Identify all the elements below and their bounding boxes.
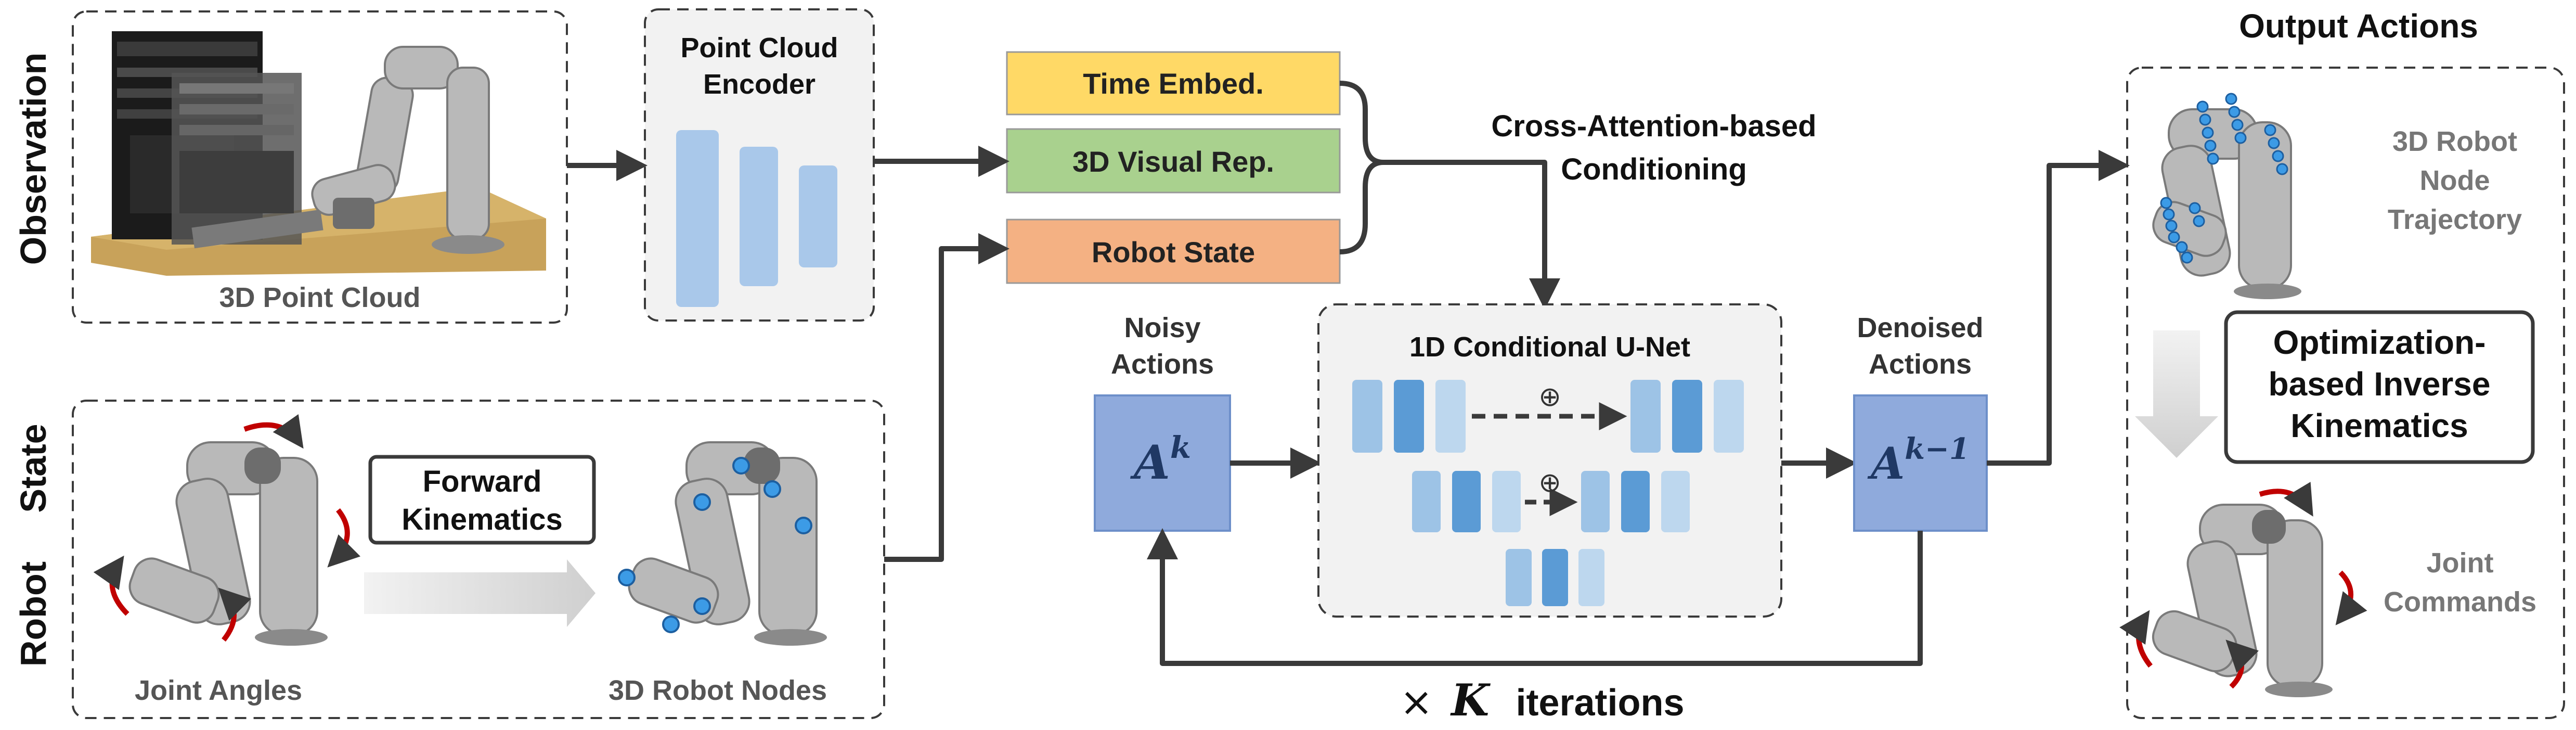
- unet-bar-b3: [1578, 549, 1604, 606]
- forward-kinematics-arrow: [364, 559, 596, 627]
- unet-bar-d2: [1672, 380, 1702, 453]
- cross-attention-label-line1: Cross-Attention-based: [1491, 109, 1816, 143]
- iteration-loop-arrow: [1147, 528, 1923, 666]
- unet-bar-e1: [1352, 380, 1382, 453]
- point-cloud-encoder: Point Cloud Encoder: [644, 8, 875, 322]
- robot-nodes-caption: 3D Robot Nodes: [609, 675, 827, 706]
- unet-bar-b1: [1506, 549, 1532, 606]
- joint-commands-robot-image: [2119, 481, 2367, 697]
- unet-bar-e3: [1435, 380, 1466, 453]
- unet-bar-d3: [1714, 380, 1744, 453]
- unet-title: 1D Conditional U-Net: [1409, 331, 1690, 363]
- robot-state-label: Robot State: [1092, 236, 1255, 268]
- forward-kinematics-line2: Kinematics: [402, 503, 562, 536]
- denoised-actions-symbol: Ak−1: [1867, 432, 1970, 489]
- visual-rep-label: 3D Visual Rep.: [1072, 145, 1274, 178]
- ik-down-arrow: [2135, 330, 2218, 458]
- ik-label-line3: Kinematics: [2290, 407, 2468, 444]
- noisy-actions-symbol: Ak: [1130, 430, 1191, 490]
- output-actions-title: Output Actions: [2239, 7, 2478, 45]
- unet-bar-b2: [1542, 549, 1568, 606]
- encoder-title-line2: Encoder: [703, 69, 815, 100]
- joint-commands-label-line1: Joint: [2427, 547, 2494, 579]
- output-actions-panel: [2126, 67, 2565, 719]
- denoised-actions-line1: Denoised: [1857, 312, 1983, 343]
- encoder-layer-2: [740, 147, 778, 286]
- robot-nodes-to-robot-state-arrow: [884, 233, 1009, 562]
- observation-section-label: Observation: [13, 53, 54, 265]
- point-cloud-caption: 3D Point Cloud: [219, 282, 421, 313]
- unet-bar-d1: [1630, 380, 1661, 453]
- visual-rep-box: [1006, 128, 1341, 194]
- unet-bar-n3: [1661, 471, 1690, 532]
- encoder-layer-3: [799, 165, 837, 267]
- unet-bar-m2: [1452, 471, 1481, 532]
- cross-attention-label-line2: Conditioning: [1561, 152, 1747, 186]
- ik-label-line1: Optimization-: [2273, 324, 2486, 361]
- joint-angles-robot-image: [93, 414, 361, 646]
- trajectory-label-line2: Node: [2420, 165, 2490, 196]
- unet-bar-e2: [1394, 380, 1424, 453]
- unet-bar-n1: [1581, 471, 1610, 532]
- robot-state-section-label-state: State: [13, 424, 54, 513]
- ik-label-line2: based Inverse: [2269, 365, 2491, 403]
- unet-skip-plus-top: ⊕: [1538, 381, 1561, 413]
- ik-box: [2224, 310, 2535, 464]
- unet-bar-n2: [1621, 471, 1650, 532]
- noisy-actions-line2: Actions: [1111, 349, 1214, 380]
- time-embed-label: Time Embed.: [1083, 67, 1264, 100]
- unet-skip-plus-mid: ⊕: [1538, 467, 1561, 498]
- denoised-actions-line2: Actions: [1869, 349, 1972, 380]
- point-cloud-panel: 3D Point Cloud: [72, 10, 568, 324]
- robot-nodes-image: [618, 441, 827, 646]
- forward-kinematics-box: [368, 455, 596, 545]
- iterations-label: × K iterations: [1400, 674, 1684, 726]
- conditioning-to-unet-arrow: [1383, 160, 1560, 310]
- joint-commands-label-line2: Commands: [2384, 586, 2536, 618]
- joint-angles-caption: Joint Angles: [135, 675, 302, 706]
- denoised-to-output-arrow: [1987, 150, 2130, 466]
- time-embed-box: [1006, 51, 1341, 116]
- point-cloud-image: [91, 31, 546, 276]
- denoised-actions-box[interactable]: [1853, 394, 1988, 532]
- encoder-title-line1: Point Cloud: [681, 32, 838, 63]
- unet-box: [1317, 303, 1782, 618]
- noisy-actions-line1: Noisy: [1124, 312, 1200, 343]
- trajectory-label-line1: 3D Robot: [2392, 126, 2517, 157]
- trajectory-robot-image: [2152, 93, 2301, 299]
- unet-bar-m1: [1412, 471, 1441, 532]
- trajectory-label-line3: Trajectory: [2388, 204, 2522, 235]
- robot-state-panel: Joint Angles Forward Kinematics 3D Robot…: [72, 400, 885, 719]
- robot-state-box: [1006, 219, 1341, 284]
- robot-state-section-label-robot: Robot: [13, 561, 54, 667]
- unet-bar-m3: [1492, 471, 1521, 532]
- encoder-layer-1: [676, 130, 719, 307]
- conditioning-bracket: [1339, 81, 1386, 254]
- forward-kinematics-line1: Forward: [423, 465, 542, 498]
